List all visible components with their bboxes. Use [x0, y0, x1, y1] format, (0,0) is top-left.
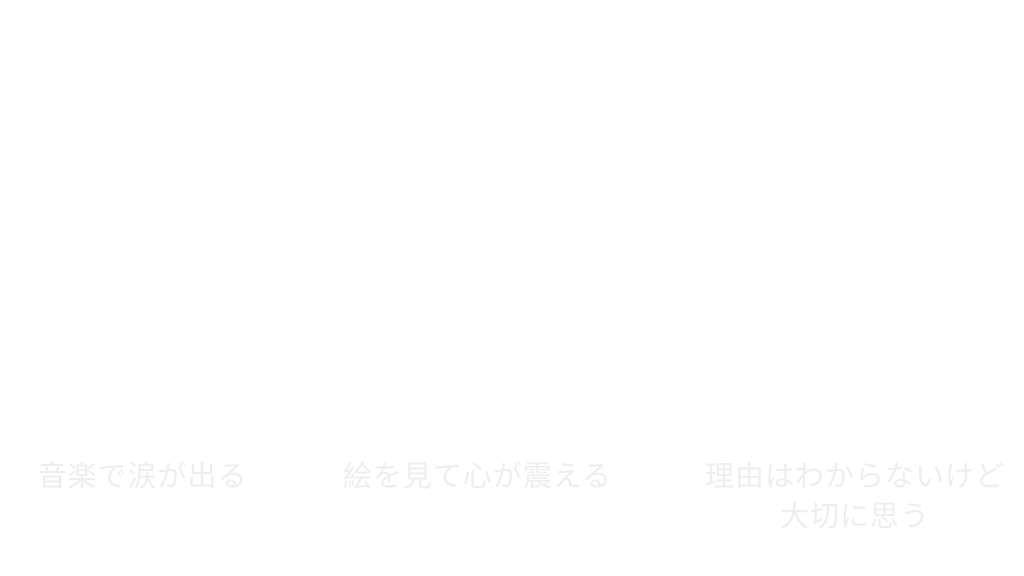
caption-line-2: 大切に思う	[779, 499, 930, 533]
caption-music: 音楽で涙が出る	[37, 459, 248, 493]
caption-painting: 絵を見て心が震える	[342, 459, 613, 493]
caption-reason: 理由はわからないけど 大切に思う	[690, 456, 1020, 536]
caption-line-1: 理由はわからないけど	[704, 459, 1005, 493]
